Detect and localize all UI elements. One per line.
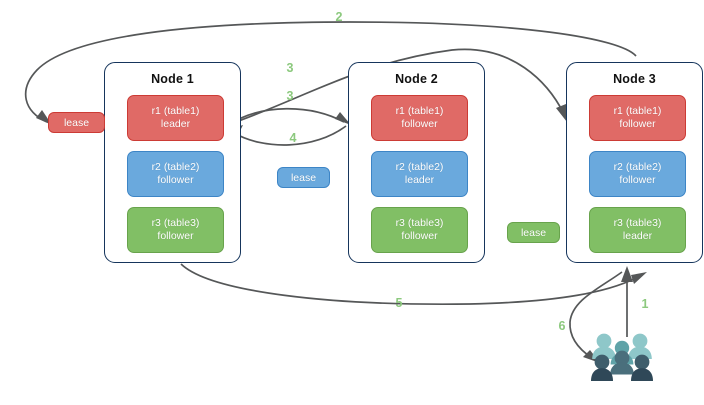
replica-box-r1[interactable]: r1 (table1) follower — [589, 95, 686, 141]
users-icon — [591, 333, 653, 381]
replica-name: r2 (table2) — [395, 161, 444, 173]
replica-role: follower — [157, 230, 194, 242]
edge-3-node1-to-node3 — [229, 48, 567, 125]
node-container-3[interactable]: Node 3 r1 (table1) follower r2 (table2) … — [566, 62, 703, 263]
step-label-6: 6 — [558, 319, 566, 333]
lease-badge-table1[interactable]: lease — [48, 112, 105, 133]
replica-role: follower — [401, 230, 438, 242]
step-label-1: 1 — [641, 297, 649, 311]
replica-role: follower — [619, 118, 656, 130]
replica-box-r3[interactable]: r3 (table3) leader — [589, 207, 686, 253]
node-title: Node 1 — [151, 72, 194, 86]
replica-role: follower — [157, 174, 194, 186]
node-title: Node 3 — [613, 72, 656, 86]
lease-badge-table3[interactable]: lease — [507, 222, 560, 243]
replica-name: r1 (table1) — [395, 105, 444, 117]
replica-box-r2[interactable]: r2 (table2) follower — [589, 151, 686, 197]
node-title: Node 2 — [395, 72, 438, 86]
step-label-3b: 3 — [286, 89, 294, 103]
step-label-4: 4 — [289, 131, 297, 145]
replica-role: follower — [401, 118, 438, 130]
step-label-3a: 3 — [286, 61, 294, 75]
replica-name: r1 (table1) — [151, 105, 200, 117]
edge-5-node1-to-clients — [180, 263, 647, 306]
replica-box-r2[interactable]: r2 (table2) follower — [127, 151, 224, 197]
replica-role: follower — [619, 174, 656, 186]
replica-name: r2 (table2) — [151, 161, 200, 173]
replica-box-r3[interactable]: r3 (table3) follower — [127, 207, 224, 253]
lease-badge-table2[interactable]: lease — [277, 167, 330, 188]
replica-name: r3 (table3) — [395, 217, 444, 229]
replica-name: r3 (table3) — [151, 217, 200, 229]
edge-3-node1-to-node2 — [229, 107, 351, 125]
node-container-2[interactable]: Node 2 r1 (table1) follower r2 (table2) … — [348, 62, 485, 263]
replica-box-r1[interactable]: r1 (table1) leader — [127, 95, 224, 141]
edge-1-clients-to-node3 — [621, 266, 633, 337]
replica-name: r2 (table2) — [613, 161, 662, 173]
replica-box-r1[interactable]: r1 (table1) follower — [371, 95, 468, 141]
replica-role: leader — [404, 174, 435, 186]
replica-role: leader — [160, 118, 191, 130]
replica-box-r2[interactable]: r2 (table2) leader — [371, 151, 468, 197]
replica-name: r1 (table1) — [613, 105, 662, 117]
step-label-2: 2 — [335, 10, 343, 24]
replica-role: leader — [622, 230, 653, 242]
step-label-5: 5 — [395, 296, 403, 310]
replica-name: r3 (table3) — [613, 217, 662, 229]
replica-box-r3[interactable]: r3 (table3) follower — [371, 207, 468, 253]
node-container-1[interactable]: Node 1 r1 (table1) leader r2 (table2) fo… — [104, 62, 241, 263]
